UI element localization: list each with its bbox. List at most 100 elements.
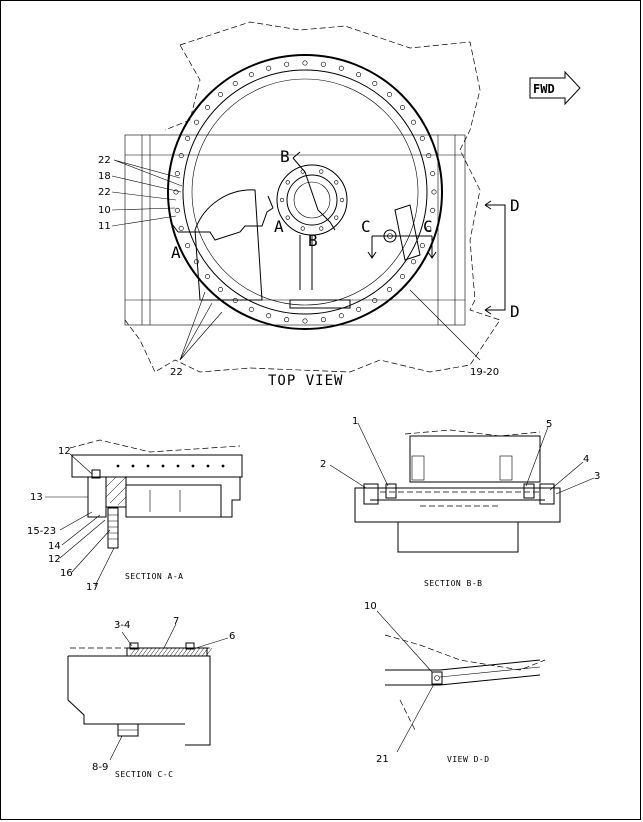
leader-17 [94,547,115,587]
ring-bolt-hole [399,105,405,111]
callout-17: 17 [86,582,99,593]
sb-outline [404,429,541,437]
leader-12 [59,519,106,559]
sa-dot [116,464,120,468]
ring-bolt-hole [266,65,272,71]
view-title-dd: VIEW D-D [447,755,490,764]
ring-bolt-hole [419,135,425,141]
callout-2: 2 [320,459,326,470]
sc-hatch-line [161,647,169,657]
ring-bolt-hole [178,153,184,159]
ring-bolt-hole [386,92,392,98]
ring-bolt-hole [399,273,405,279]
ring-bolt-hole [185,135,191,141]
ring-bolt-hole [193,259,199,265]
leader-15-23 [59,511,93,531]
ring-bolt-hole [419,243,425,249]
sc-hatch-line [173,647,181,657]
sa-hatch [105,476,127,506]
callout-5: 5 [546,419,552,430]
sb-lower-block [397,521,519,553]
sb-upper-block [409,435,541,483]
sc-bolt [185,642,195,650]
ring-bolt-hole [426,153,432,159]
leader-22 [113,159,183,187]
sc-hatch-line [157,647,165,657]
sa-dot [161,464,165,468]
leader-6 [195,637,229,649]
sa-ring-section [87,476,107,518]
ring-bolt-hole [174,171,180,177]
callout-13: 13 [30,492,43,503]
hub-bore [293,181,331,219]
sa-dot [131,464,135,468]
sc-hatch-line [201,647,209,657]
lower-bar [289,299,351,309]
sc-hatch-line [169,647,177,657]
leader-4 [549,461,584,491]
hub-bolt-holes [279,169,345,231]
frame-rails [124,134,466,326]
view-title-aa: SECTION A-A [125,572,183,581]
hub-bolt-hole [334,180,339,185]
callout-22: 22 [98,155,111,166]
sb-clamp-left [385,483,397,499]
hub-bolt-hole [339,197,345,203]
leader-22-bottom [179,291,223,361]
sb-pad [499,455,513,481]
ring-bolt-hole [218,92,224,98]
sc-hatch-line [149,647,157,657]
callout-3-4: 3-4 [114,620,130,631]
hub-bolt-hole [285,215,290,220]
sa-bolt [107,507,119,549]
vd-line [385,674,541,686]
sa-dot [191,464,195,468]
ring-bolt-hole [302,318,308,324]
ring-bolt-hole [193,119,199,125]
hub-bolt-hole [279,197,285,203]
hub-bolt-hole [319,226,324,231]
callout-12: 12 [58,446,71,457]
sc-hatch-line [153,647,161,657]
ring-bolt-hole [284,317,290,323]
callout-7: 7 [173,616,179,627]
section-mark-d: D [510,302,520,321]
ring-bolt-hole [205,273,211,279]
ring-bolt-hole [173,189,179,195]
section-b-arrows [292,151,336,231]
view-title-cc: SECTION C-C [115,770,173,779]
sa-dot [176,464,180,468]
callout-6: 6 [229,631,235,642]
leader-7 [163,623,177,649]
sa-gear-section [105,476,127,508]
leader-14 [61,514,101,546]
ring-bolt-hole [205,105,211,111]
sb-clamp-right [523,483,535,499]
leader-16 [71,529,111,573]
ring-bolt-hole [356,72,362,78]
ring-inner-edge [191,78,419,306]
hub-inner [286,174,338,226]
section-d-arrows [484,200,492,315]
callout-10: 10 [364,601,377,612]
sc-hatch-line [133,647,141,657]
section-c-arrow-left [367,236,377,259]
leader-19-20 [409,289,481,361]
gear-cover [194,189,263,301]
leader-2 [329,464,367,489]
ring-bolt-hole [284,61,290,67]
hub-bolt-hole [285,180,290,185]
ring-bolt-hole [338,313,344,319]
ring-bolt-hole [372,298,378,304]
sa-bolt-thread [108,514,118,540]
callout-3: 3 [594,471,600,482]
ring-bolt-hole [430,171,436,177]
sb-bolt-right [539,483,555,505]
section-d-bracket [485,204,506,311]
sc-housing-left [67,656,185,725]
sc-hatch-line [141,647,149,657]
callout-11: 11 [98,221,111,232]
section-mark-b: B [280,147,290,166]
callout-19-20: 19-20 [470,367,499,378]
